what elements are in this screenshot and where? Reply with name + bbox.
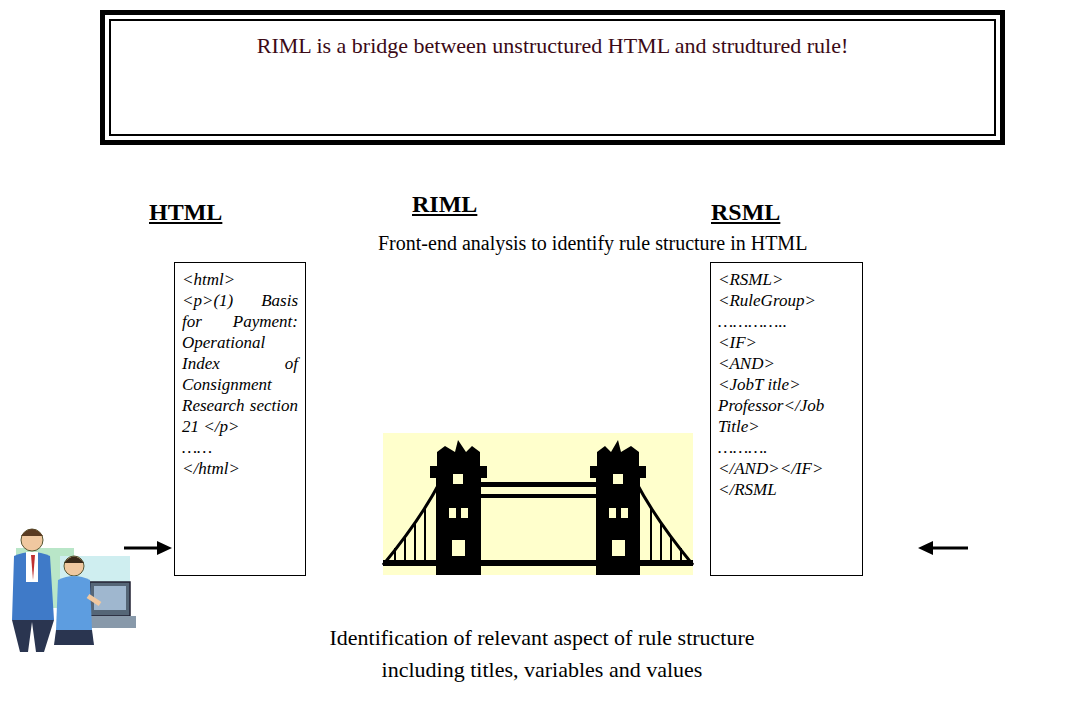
input-arrow [918,541,968,555]
markup-line: </RSML [718,479,855,500]
section-heading: RIML [412,191,477,218]
markup-line: <p>(1) Basis for Payment: Operational In… [182,290,298,437]
markup-line: <JobT itle> Professor</Job Title> [718,374,855,437]
markup-line: </html> [182,458,298,479]
markup-line: </AND></IF> [718,458,855,479]
markup-line: <RSML> [718,269,855,290]
title-text: RIML is a bridge between unstructured HT… [125,33,980,59]
markup-line: <IF> [718,332,855,353]
html-box: HTML<html><p>(1) Basis for Payment: Oper… [174,262,306,576]
column-heading: HTML [149,199,222,226]
rsml-box: RSML<RSML><RuleGroup>…………..<IF><AND><Job… [710,262,863,576]
column-heading: RSML [711,199,780,226]
markup-line: <RuleGroup> [718,290,855,311]
bridge-illustration [383,433,693,575]
markup-line: <html> [182,269,298,290]
markup-line: …… [182,437,298,458]
input-arrow [124,541,172,555]
markup-line: ………. [718,437,855,458]
caption: Identification of relevant aspect of rul… [292,622,792,686]
markup-line: ………….. [718,311,855,332]
people-clipart [12,529,136,652]
markup-line: <AND> [718,353,855,374]
annotation-text: Front-end analysis to identify rule stru… [378,232,807,255]
title-box: RIML is a bridge between unstructured HT… [100,10,1005,145]
